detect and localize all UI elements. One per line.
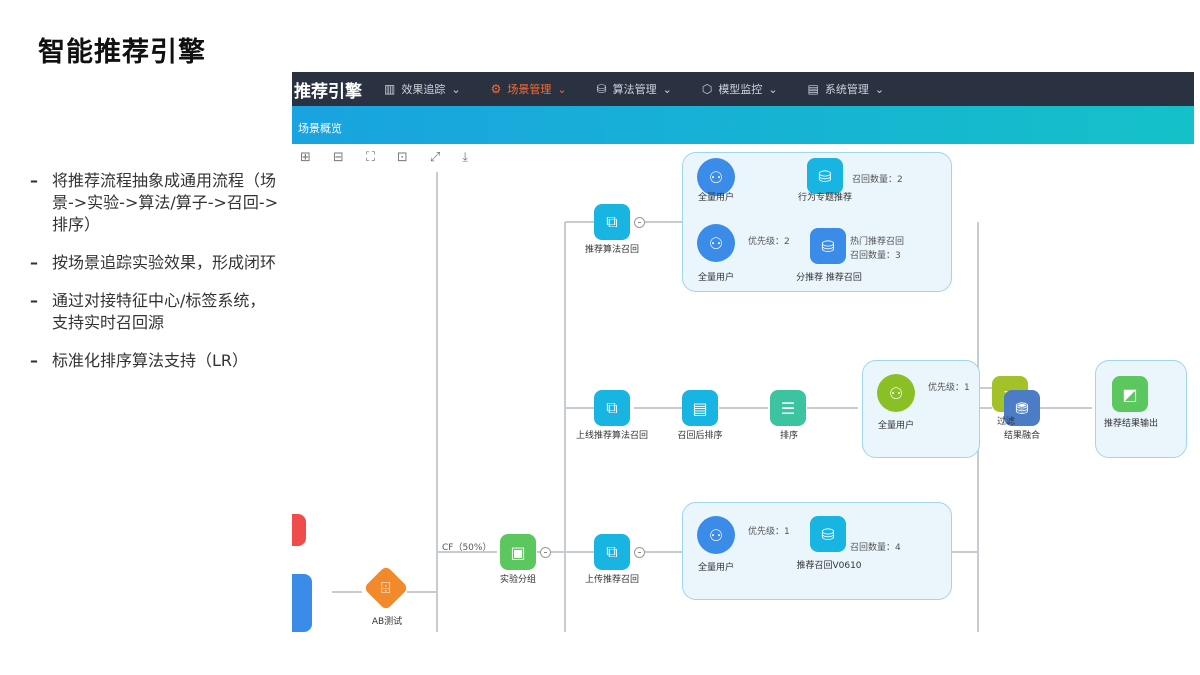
cube-icon: ⬡ — [701, 82, 713, 96]
scene-node-icon[interactable] — [292, 574, 312, 632]
nav-label: 效果追踪 — [401, 83, 446, 96]
bullet-dash: – — [30, 171, 38, 190]
edge-label: 优先级：1 — [928, 383, 970, 393]
chart-icon: ▥ — [384, 82, 396, 96]
chevron-down-icon: ⌄ — [557, 82, 567, 96]
node-label: 分推荐 推荐召回 — [796, 273, 862, 283]
download-icon[interactable]: ⤓ — [462, 150, 468, 165]
bullet-item: –通过对接特征中心/标签系统，支持实时召回源 — [30, 290, 280, 334]
canvas-toolbar: ⊞ ⊟ ⛶ ⊡ ⤢ ⤓ — [300, 150, 468, 165]
database-icon: ⛁ — [596, 82, 607, 96]
nav-system-management[interactable]: ▤ 系统管理 ⌄ — [808, 81, 885, 97]
node-label: 排序 — [779, 431, 798, 441]
bullet-text: 将推荐流程抽象成通用流程（场景->实验->算法/算子->召回->排序） — [52, 171, 279, 234]
node-label: 全量用户 — [877, 421, 914, 431]
bullet-list: –将推荐流程抽象成通用流程（场景->实验->算法/算子->召回->排序） –按场… — [30, 170, 280, 388]
bullet-dash: – — [30, 253, 38, 272]
bullet-item: –按场景追踪实验效果，形成闭环 — [30, 252, 280, 274]
node-label: 推荐结果输出 — [1103, 419, 1158, 429]
node-label: 推荐算法召回 — [584, 245, 639, 255]
bullet-text: 按场景追踪实验效果，形成闭环 — [52, 253, 277, 272]
node-label: 上传推荐召回 — [584, 575, 639, 585]
recall-copy-icon[interactable]: ⧉ — [594, 204, 630, 240]
split-icon: ⌹ — [381, 577, 391, 597]
zoom-in-icon[interactable]: ⊞ — [300, 150, 311, 165]
flow-canvas[interactable]: ⚇ 全量用户 ⛁ 行为专题推荐 召回数量：2 ⚇ 全量用户 优先级：2 ⛁ 热门… — [292, 152, 1194, 632]
nav-label: 系统管理 — [824, 83, 869, 96]
user-group-icon[interactable]: ⚇ — [697, 224, 735, 262]
bullet-dash: – — [30, 291, 38, 310]
recall-copy-icon[interactable]: ⧉ — [594, 534, 630, 570]
recall-source-icon[interactable]: ⛁ — [807, 158, 843, 194]
user-group-icon[interactable]: ⚇ — [697, 516, 735, 554]
fit-view-icon[interactable]: ⛶ — [365, 150, 375, 165]
recall-source-icon[interactable]: ⛁ — [810, 516, 846, 552]
sort-list-icon[interactable]: ☰ — [770, 390, 806, 426]
nav-model-monitoring[interactable]: ⬡ 模型监控 ⌄ — [702, 81, 778, 97]
zoom-out-icon[interactable]: ⊟ — [332, 150, 344, 165]
chevron-down-icon: ⌄ — [874, 82, 885, 96]
edge-label: 热门推荐召回 — [850, 237, 905, 247]
chevron-down-icon: ⌄ — [451, 82, 461, 96]
chevron-down-icon: ⌄ — [768, 82, 778, 96]
app-brand: 推荐引擎 — [294, 81, 362, 102]
nav-label: 模型监控 — [718, 83, 763, 96]
bullet-text: 标准化排序算法支持（LR） — [52, 351, 249, 370]
edge-label: 优先级：1 — [748, 527, 790, 537]
edge-label: CF（50%） — [442, 543, 492, 553]
edge-label: 召回数量：4 — [850, 543, 901, 553]
nav-label: 场景管理 — [507, 83, 552, 96]
chevron-down-icon: ⌄ — [662, 82, 672, 96]
recall-copy-icon[interactable]: ⧉ — [594, 390, 630, 426]
nav-effect-tracking[interactable]: ▥ 效果追踪 ⌄ — [384, 81, 461, 97]
node-label: 行为专题推荐 — [797, 193, 852, 203]
merge-group-mid[interactable] — [862, 360, 980, 458]
edge-label: 召回数量：2 — [852, 175, 903, 185]
top-nav-bar: 推荐引擎 ▥ 效果追踪 ⌄ ⚙ 场景管理 ⌄ ⛁ 算法管理 ⌄ ⬡ 模型监控 ⌄ ▤ 系统管理 ⌄ — [292, 72, 1194, 106]
node-label: 结果融合 — [1003, 431, 1040, 441]
node-label: 过滤 — [996, 417, 1015, 427]
subheader-title: 场景概览 — [298, 122, 342, 135]
settings-panel-icon: ▤ — [807, 82, 819, 96]
app-screenshot: 推荐引擎 ▥效果追踪⌄ ⚙场景管理⌄ ⛁算法管理⌄ ⬡模型监控⌄ ▤系统管理⌄ … — [292, 72, 1194, 632]
node-label: 全量用户 — [697, 193, 734, 203]
collapse-toggle-icon[interactable] — [634, 217, 645, 228]
edge-label: 召回数量：3 — [850, 251, 901, 261]
slide-title: 智能推荐引擎 — [38, 37, 206, 68]
bullet-text: 通过对接特征中心/标签系统，支持实时召回源 — [52, 291, 266, 332]
gear-icon: ⚙ — [490, 82, 502, 96]
node-label: 全量用户 — [697, 273, 734, 283]
collapse-toggle-icon[interactable] — [540, 547, 551, 558]
node-label: 召回后排序 — [677, 431, 723, 441]
sort-board-icon[interactable]: ▤ — [682, 390, 718, 426]
edge-label: 优先级：2 — [748, 237, 790, 247]
nav-scene-management[interactable]: ⚙ 场景管理 ⌄ — [491, 81, 567, 97]
user-group-icon[interactable]: ⚇ — [877, 374, 915, 412]
output-chart-icon[interactable]: ◩ — [1112, 376, 1148, 412]
fullscreen-icon[interactable]: ⤢ — [429, 150, 441, 165]
nav-label: 算法管理 — [612, 83, 657, 96]
node-label: 上线推荐算法召回 — [575, 431, 648, 441]
node-label: 全量用户 — [697, 563, 734, 573]
bullet-item: –标准化排序算法支持（LR） — [30, 350, 280, 372]
cf-database-icon[interactable]: ⛁ — [810, 228, 846, 264]
nav-algorithm-management[interactable]: ⛁ 算法管理 ⌄ — [597, 81, 672, 97]
merge-icon[interactable]: ⛃ — [1004, 390, 1040, 426]
node-label: 实验分组 — [499, 575, 536, 585]
actual-size-icon[interactable]: ⊡ — [396, 150, 408, 165]
page-subheader: 场景概览 — [292, 106, 1194, 144]
bullet-item: –将推荐流程抽象成通用流程（场景->实验->算法/算子->召回->排序） — [30, 170, 280, 236]
start-node-icon[interactable] — [292, 514, 306, 546]
user-group-icon[interactable]: ⚇ — [697, 158, 735, 196]
experiment-group-icon[interactable]: ▣ — [500, 534, 536, 570]
node-label: AB测试 — [371, 617, 403, 627]
node-label: 推荐召回V0610 — [796, 561, 862, 571]
collapse-toggle-icon[interactable] — [634, 547, 645, 558]
bullet-dash: – — [30, 351, 38, 370]
